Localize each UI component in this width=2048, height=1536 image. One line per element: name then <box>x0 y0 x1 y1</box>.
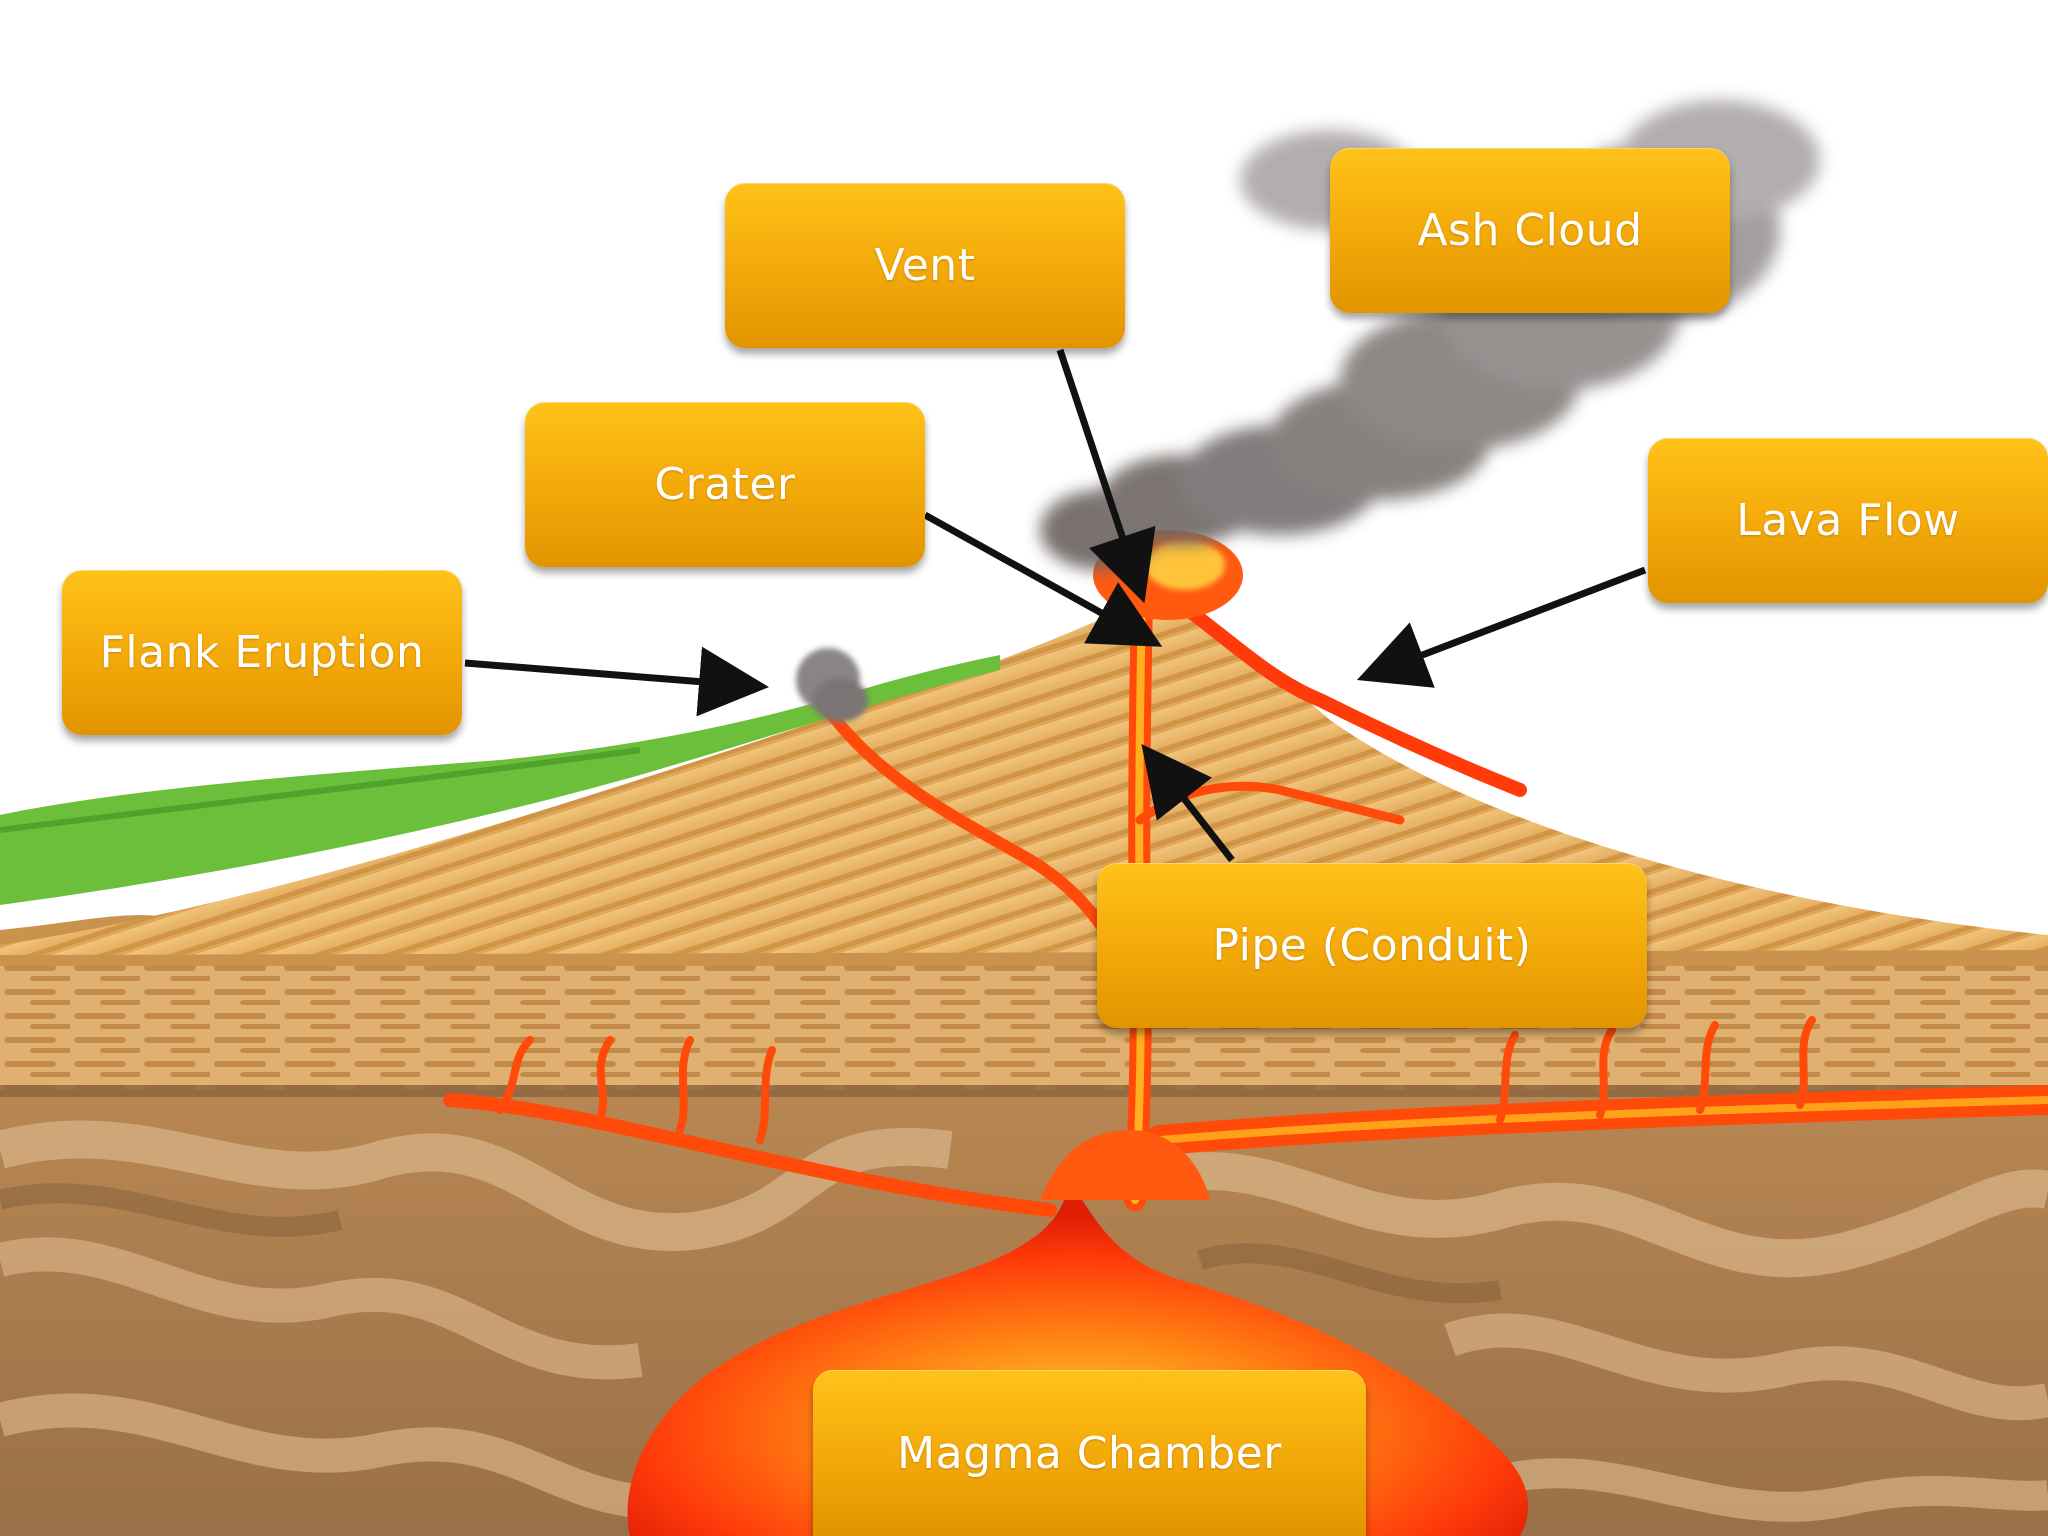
label-ash-cloud-text: Ash Cloud <box>1417 205 1643 256</box>
vent-arrow <box>1056 348 1156 604</box>
crater-arrow <box>923 511 1163 647</box>
flank-eruption-arrow <box>464 646 769 717</box>
label-ash-cloud: Ash Cloud <box>1330 148 1730 313</box>
label-lava-flow-text: Lava Flow <box>1736 495 1960 546</box>
lava-flow-stream <box>1168 593 1527 797</box>
sedimentary-layers <box>0 950 2048 1097</box>
label-flank-eruption-text: Flank Eruption <box>99 627 425 678</box>
grass-slope <box>0 655 1000 905</box>
label-magma-chamber: Magma Chamber <box>813 1370 1366 1536</box>
lava-flow-arrow <box>1356 566 1647 688</box>
label-vent-text: Vent <box>874 240 976 291</box>
label-crater-text: Crater <box>654 459 796 510</box>
flank-eruption-puff <box>796 648 868 722</box>
pipe-arrow <box>1141 743 1235 863</box>
label-pipe-text: Pipe (Conduit) <box>1212 920 1532 971</box>
label-crater: Crater <box>525 402 925 567</box>
label-pipe: Pipe (Conduit) <box>1097 863 1647 1028</box>
label-lava-flow: Lava Flow <box>1648 438 2048 603</box>
pointer-arrows <box>464 348 1647 863</box>
label-vent: Vent <box>725 183 1125 348</box>
label-flank-eruption: Flank Eruption <box>62 570 462 735</box>
label-magma-chamber-text: Magma Chamber <box>897 1427 1282 1479</box>
